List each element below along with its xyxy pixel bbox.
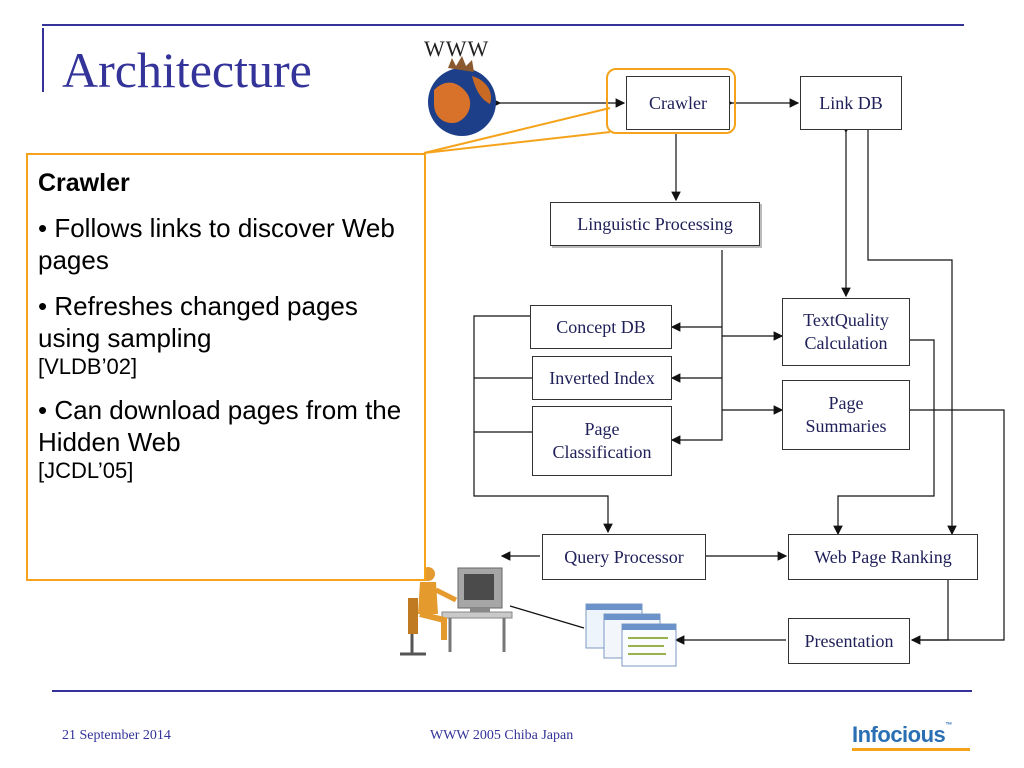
node-link-db: Link DB bbox=[800, 76, 902, 130]
callout-leader bbox=[423, 107, 611, 154]
node-linguistic-processing: Linguistic Processing bbox=[550, 202, 760, 246]
logo-text: Infocious bbox=[852, 722, 946, 747]
edge-linguistic-pageclass bbox=[670, 250, 723, 445]
edge-summaries-presentation bbox=[910, 409, 1005, 645]
footer-rule bbox=[52, 690, 972, 692]
node-text-quality-line2: Calculation bbox=[804, 333, 888, 353]
callout-bullet-3-ref: [JCDL’05] bbox=[38, 458, 134, 483]
node-crawler: Crawler bbox=[626, 76, 730, 130]
node-concept-db: Concept DB bbox=[530, 305, 672, 349]
node-web-page-ranking: Web Page Ranking bbox=[788, 534, 978, 580]
callout-bullet-3-text: • Can download pages from the Hidden Web bbox=[38, 395, 402, 457]
footer-center: WWW 2005 Chiba Japan bbox=[430, 728, 574, 743]
footer-date: 21 September 2014 bbox=[62, 728, 171, 743]
user-at-computer-icon bbox=[400, 567, 513, 656]
logo-trademark: ™ bbox=[945, 722, 952, 729]
node-text-quality: TextQuality Calculation bbox=[782, 298, 910, 366]
callout-heading: Crawler bbox=[38, 169, 130, 197]
logo-underline bbox=[852, 748, 970, 751]
crawler-highlight bbox=[606, 68, 736, 134]
callout-bullet-3: • Can download pages from the Hidden Web… bbox=[38, 394, 414, 484]
callout-bullet-2-text: • Refreshes changed pages using sampling bbox=[38, 291, 358, 353]
node-page-classification-line2: Classification bbox=[552, 442, 652, 462]
callout-bullet-2: • Refreshes changed pages using sampling… bbox=[38, 290, 414, 380]
callout-bullet-1-text: • Follows links to discover Web pages bbox=[38, 213, 395, 275]
title-side-rule bbox=[42, 28, 44, 92]
search-results-pages-icon bbox=[585, 603, 677, 667]
edge-user-results bbox=[509, 605, 585, 629]
edge-index-query bbox=[473, 315, 613, 534]
infocious-logo: Infocious™ bbox=[852, 722, 952, 748]
node-page-summaries-line2: Summaries bbox=[805, 416, 887, 436]
node-page-summaries-line1: Page bbox=[828, 393, 864, 413]
crawler-callout: Crawler • Follows links to discover Web … bbox=[26, 153, 426, 581]
node-text-quality-line1: TextQuality bbox=[803, 310, 889, 330]
node-page-classification-line1: Page bbox=[584, 419, 620, 439]
page-title: Architecture bbox=[62, 42, 312, 98]
node-query-processor: Query Processor bbox=[542, 534, 706, 580]
edge-linkdb-ranking bbox=[867, 130, 957, 536]
node-inverted-index: Inverted Index bbox=[532, 356, 672, 400]
node-page-classification: Page Classification bbox=[532, 406, 672, 476]
title-top-rule bbox=[42, 24, 964, 26]
edge-ranking-presentation bbox=[912, 580, 949, 641]
callout-bullet-1: • Follows links to discover Web pages bbox=[38, 212, 414, 276]
node-presentation: Presentation bbox=[788, 618, 910, 664]
globe-icon bbox=[428, 56, 496, 136]
www-label: WWW bbox=[424, 36, 490, 61]
edge-textquality-ranking bbox=[833, 339, 935, 536]
callout-bullet-2-ref: [VLDB’02] bbox=[38, 354, 138, 379]
node-page-summaries: Page Summaries bbox=[782, 380, 910, 450]
